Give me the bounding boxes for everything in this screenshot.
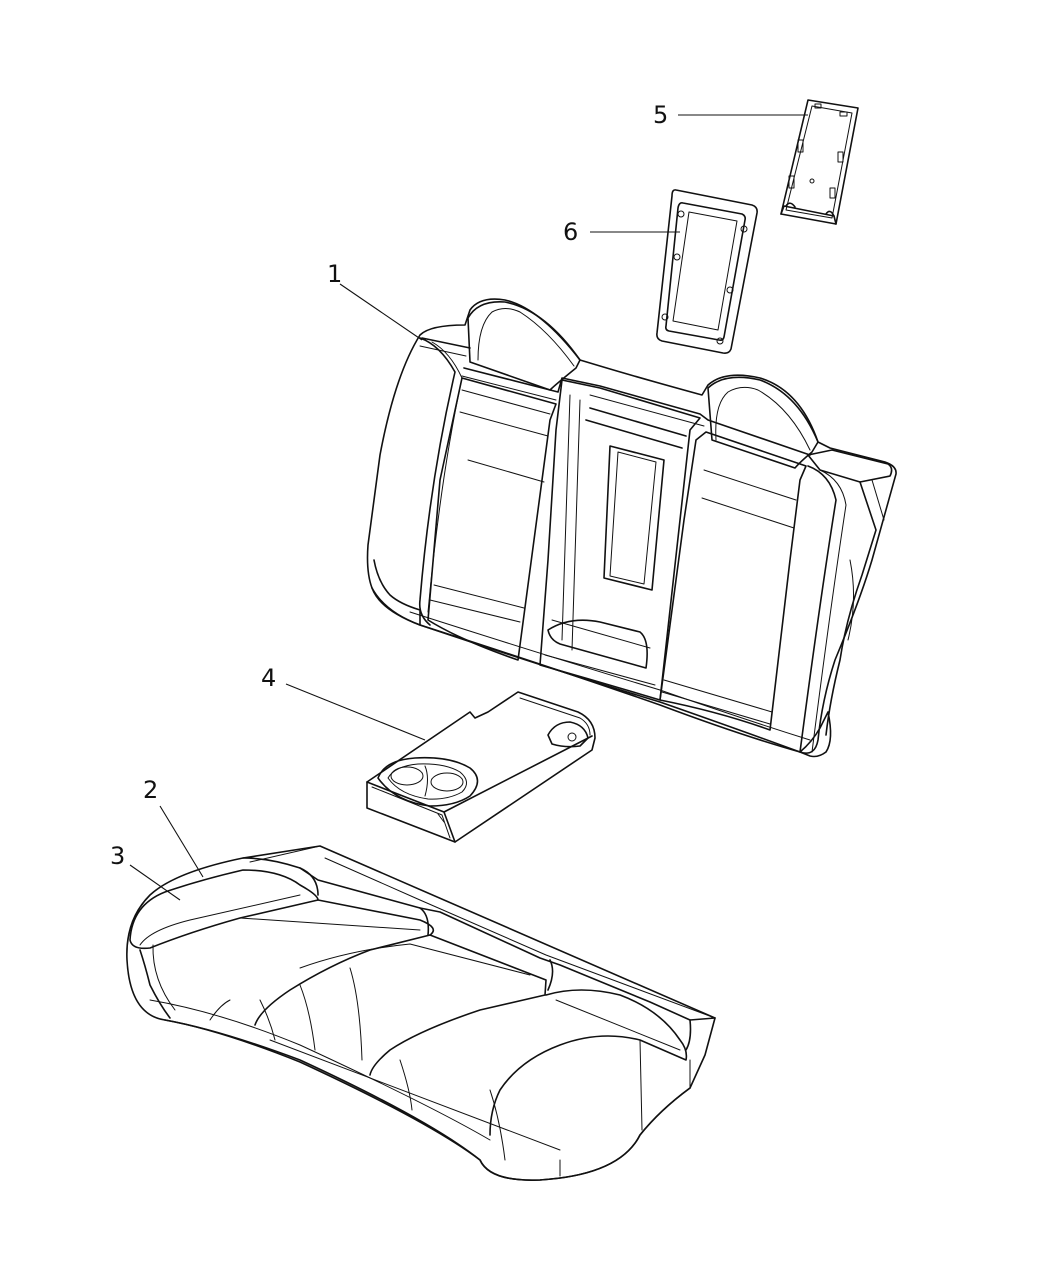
leader-3 bbox=[129, 864, 181, 901]
callout-4: 4 bbox=[261, 664, 276, 692]
part-4-armrest bbox=[366, 691, 596, 843]
leader-1 bbox=[339, 283, 423, 341]
leader-4 bbox=[285, 683, 426, 741]
leader-2 bbox=[159, 805, 204, 878]
part-5-panel bbox=[780, 99, 859, 225]
callout-2: 2 bbox=[143, 776, 158, 804]
leader-lines bbox=[129, 114, 808, 901]
callout-5: 5 bbox=[653, 101, 668, 129]
part-1-seat-back bbox=[366, 298, 897, 758]
callout-labels: 1 2 3 4 5 6 bbox=[110, 101, 668, 870]
part-6-frame bbox=[656, 189, 758, 354]
callout-6: 6 bbox=[563, 218, 578, 246]
callout-3: 3 bbox=[110, 842, 125, 870]
callout-1: 1 bbox=[327, 260, 342, 288]
part-2-3-seat-cushion bbox=[126, 845, 716, 1181]
